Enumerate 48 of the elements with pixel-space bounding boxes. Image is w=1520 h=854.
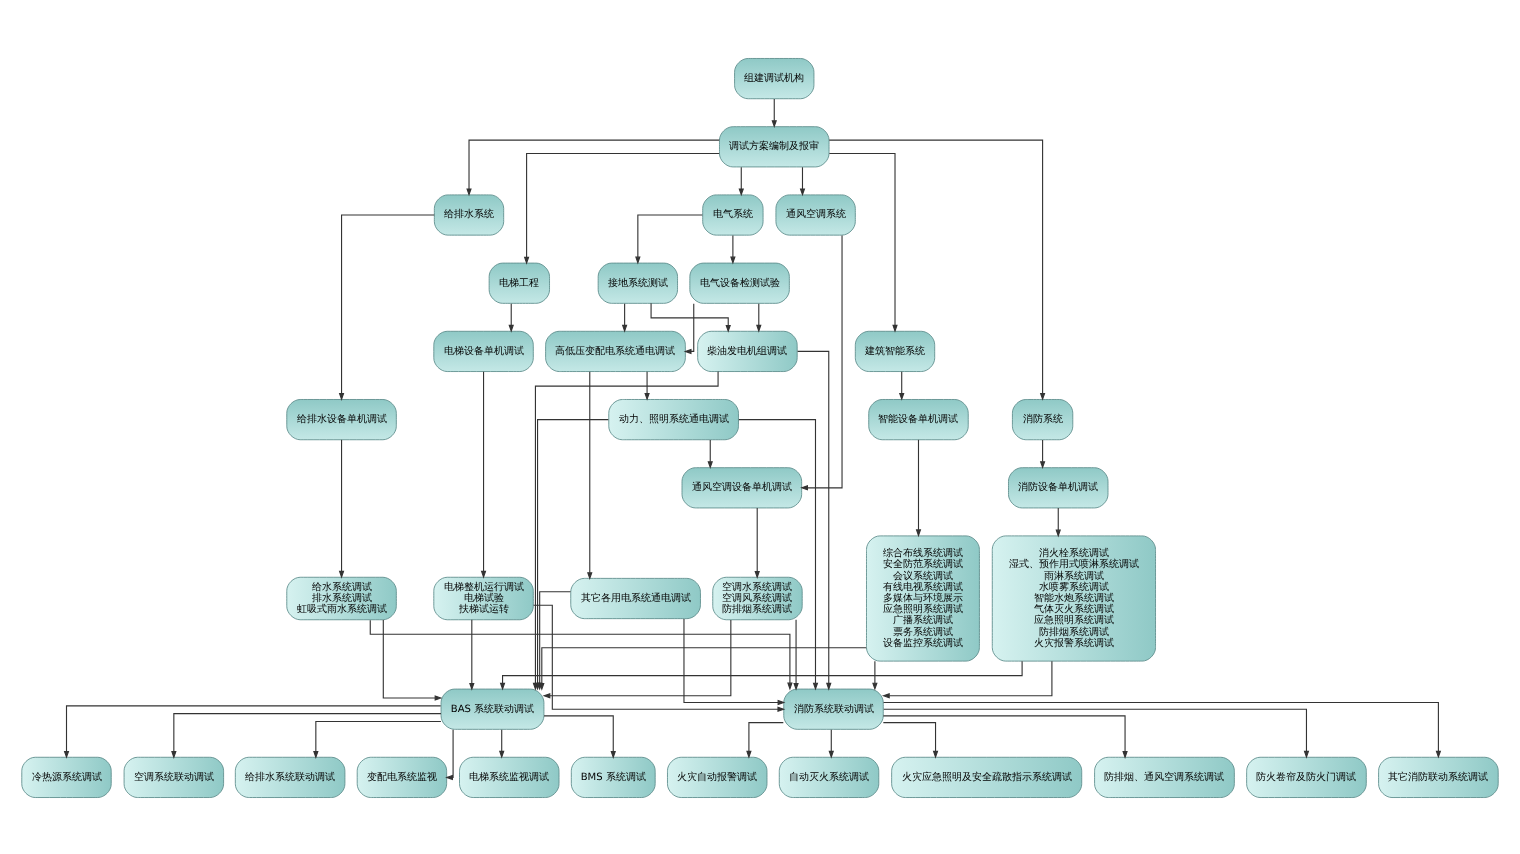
arrow <box>508 302 514 332</box>
arrow <box>469 618 475 690</box>
arrow <box>872 659 878 690</box>
arrow <box>883 707 1310 758</box>
arrow <box>539 646 867 690</box>
arrow <box>730 233 736 264</box>
arrow <box>881 659 1053 698</box>
arrow <box>882 714 1128 758</box>
arrow <box>771 97 777 128</box>
arrow <box>800 233 843 490</box>
arrow <box>793 618 799 690</box>
arrow <box>828 728 834 758</box>
arrow <box>338 438 345 578</box>
arrow <box>882 721 939 758</box>
arrow <box>635 213 703 264</box>
arrow <box>828 151 898 332</box>
arrow <box>754 506 760 578</box>
arrow <box>738 165 744 196</box>
arrow <box>799 165 806 196</box>
arrow <box>382 618 443 700</box>
arrow <box>738 418 819 690</box>
arrow <box>683 302 695 354</box>
arrow <box>683 617 786 705</box>
arrow <box>543 714 616 758</box>
arrow <box>1039 438 1046 469</box>
arrow <box>621 302 628 332</box>
arrow <box>523 151 720 264</box>
arrow <box>898 370 905 400</box>
arrow <box>63 704 442 758</box>
arrow <box>1055 506 1061 537</box>
arrow <box>171 712 442 758</box>
arrow <box>466 138 720 196</box>
arrow <box>338 213 435 400</box>
arrow <box>445 728 454 780</box>
arrow <box>756 302 762 332</box>
arrow <box>746 721 784 758</box>
arrow <box>828 138 1046 400</box>
arrow <box>882 700 1442 758</box>
arrow <box>542 618 732 698</box>
arrow <box>587 370 593 580</box>
arrow <box>650 301 731 332</box>
arrow <box>644 370 650 400</box>
arrow <box>313 719 442 758</box>
arrow <box>797 349 832 690</box>
arrow <box>707 438 713 469</box>
arrow <box>915 438 922 537</box>
arrow <box>499 728 505 758</box>
arrow <box>480 370 487 578</box>
